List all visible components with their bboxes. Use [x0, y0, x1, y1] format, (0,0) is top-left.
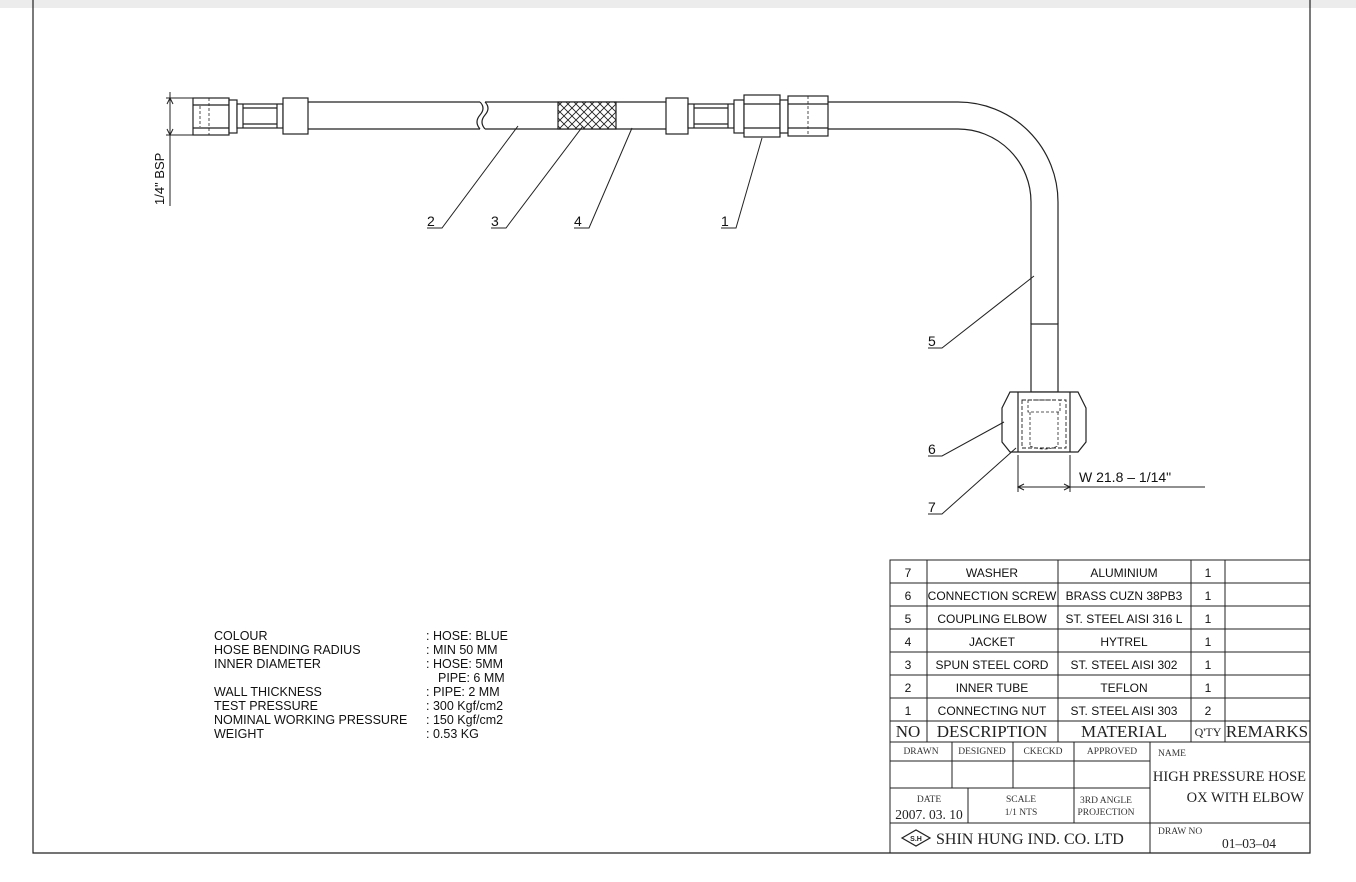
- bom-row-qty: 1: [1205, 612, 1212, 626]
- bom-row-qty: 1: [1205, 635, 1212, 649]
- bom-row-description: INNER TUBE: [956, 681, 1028, 695]
- checked-label: CKECKD: [1023, 747, 1062, 757]
- bom-row-no: 2: [905, 681, 912, 695]
- balloon-4: 4: [574, 213, 582, 229]
- spec-value: : MIN 50 MM: [426, 643, 498, 657]
- bom-header-description: DESCRIPTION: [937, 722, 1048, 741]
- bom-table-lines: [889, 559, 1311, 854]
- balloon-6: 6: [928, 441, 936, 457]
- name-label: NAME: [1158, 749, 1186, 759]
- bom-row-no: 1: [905, 704, 912, 718]
- leader-lines: [427, 125, 1035, 515]
- bom-header-qty: Q'TY: [1195, 725, 1222, 739]
- thread-size-label: 1/4" BSP: [152, 153, 167, 205]
- bom-row-no: 4: [905, 635, 912, 649]
- bom-row-material: TEFLON: [1100, 681, 1147, 695]
- balloon-7: 7: [928, 499, 936, 515]
- spec-value: : PIPE: 2 MM: [426, 685, 500, 699]
- company-name: SHIN HUNG IND. CO. LTD: [936, 831, 1124, 848]
- drawing-name-line1: HIGH PRESSURE HOSE: [1153, 769, 1306, 785]
- bom-row-description: COUPLING ELBOW: [937, 612, 1047, 626]
- specifications: COLOUR : HOSE: BLUE HOSE BENDING RADIUS …: [214, 629, 508, 741]
- drawn-label: DRAWN: [903, 747, 938, 757]
- spec-label: INNER DIAMETER: [214, 657, 321, 671]
- logo-text: S.H: [910, 836, 922, 843]
- bom-row-qty: 1: [1205, 589, 1212, 603]
- bom-row-material: HYTREL: [1100, 635, 1148, 649]
- drawing-name-line2: OX WITH ELBOW: [1187, 790, 1305, 806]
- bom-row-material: BRASS CUZN 38PB3: [1066, 589, 1183, 603]
- spec-label: NOMINAL WORKING PRESSURE: [214, 713, 407, 727]
- spec-value: : HOSE: 5MM: [426, 657, 503, 671]
- draw-no-label: DRAW NO: [1158, 827, 1202, 837]
- balloon-3: 3: [491, 213, 499, 229]
- bom-row-qty: 2: [1205, 704, 1212, 718]
- spec-label: TEST PRESSURE: [214, 699, 318, 713]
- bom-row-material: ALUMINIUM: [1090, 566, 1157, 580]
- projection-line2: PROJECTION: [1077, 808, 1134, 818]
- designed-label: DESIGNED: [958, 747, 1006, 757]
- draw-no-value: 01–03–04: [1222, 836, 1276, 851]
- spec-value: : HOSE: BLUE: [426, 629, 508, 643]
- spec-label: WEIGHT: [214, 727, 264, 741]
- scale-value: 1/1 NTS: [1005, 808, 1037, 818]
- balloon-1: 1: [721, 213, 729, 229]
- left-connecting-nut: [192, 97, 230, 136]
- spec-value: : 150 Kgf/cm2: [426, 713, 503, 727]
- bom-row-material: ST. STEEL AISI 316 L: [1066, 612, 1183, 626]
- connection-screw: [1001, 391, 1087, 453]
- bom-row-qty: 1: [1205, 566, 1212, 580]
- date-value: 2007. 03. 10: [895, 807, 963, 822]
- bom-row-description: WASHER: [966, 566, 1019, 580]
- bom-row-material: ST. STEEL AISI 303: [1071, 704, 1178, 718]
- spec-label: HOSE BENDING RADIUS: [214, 643, 361, 657]
- bom-header-no: NO: [896, 722, 921, 741]
- coupling-elbow: [828, 101, 1059, 324]
- bom-row-qty: 1: [1205, 658, 1212, 672]
- hose-assembly: [192, 94, 1087, 453]
- top-shade: [0, 0, 1356, 8]
- bom-row-no: 7: [905, 566, 912, 580]
- bom-row-description: CONNECTION SCREW: [928, 589, 1057, 603]
- bom-header-remarks: REMARKS: [1226, 722, 1308, 741]
- left-ferrule: [282, 97, 309, 135]
- spec-value: PIPE: 6 MM: [438, 671, 505, 685]
- balloon-2: 2: [427, 213, 435, 229]
- right-connecting-nut: [743, 94, 781, 138]
- bom-row-no: 5: [905, 612, 912, 626]
- projection-line1: 3RD ANGLE: [1080, 796, 1132, 806]
- bom-row-description: JACKET: [969, 635, 1016, 649]
- bom-row-material: ST. STEEL AISI 302: [1071, 658, 1178, 672]
- dimension-thread: [166, 92, 193, 206]
- company-logo: S.H: [900, 829, 932, 847]
- width-dimension-label: W 21.8 – 1/14": [1079, 469, 1171, 485]
- balloon-5: 5: [928, 333, 936, 349]
- braided-steel-cord: [557, 101, 617, 130]
- right-ferrule: [665, 97, 689, 135]
- scale-label: SCALE: [1006, 795, 1036, 805]
- spec-label: COLOUR: [214, 629, 267, 643]
- bom-row-no: 3: [905, 658, 912, 672]
- spec-value: : 0.53 KG: [426, 727, 479, 741]
- approved-label: APPROVED: [1087, 747, 1137, 757]
- drawing-frame: [32, 0, 1311, 854]
- date-label: DATE: [917, 795, 941, 805]
- bom-row-description: SPUN STEEL CORD: [936, 658, 1049, 672]
- bom-row-description: CONNECTING NUT: [938, 704, 1047, 718]
- bom-header-material: MATERIAL: [1081, 722, 1167, 741]
- spec-value: : 300 Kgf/cm2: [426, 699, 503, 713]
- dimension-width: [1016, 455, 1205, 492]
- spec-label: WALL THICKNESS: [214, 685, 322, 699]
- bom-row-qty: 1: [1205, 681, 1212, 695]
- bom-row-no: 6: [905, 589, 912, 603]
